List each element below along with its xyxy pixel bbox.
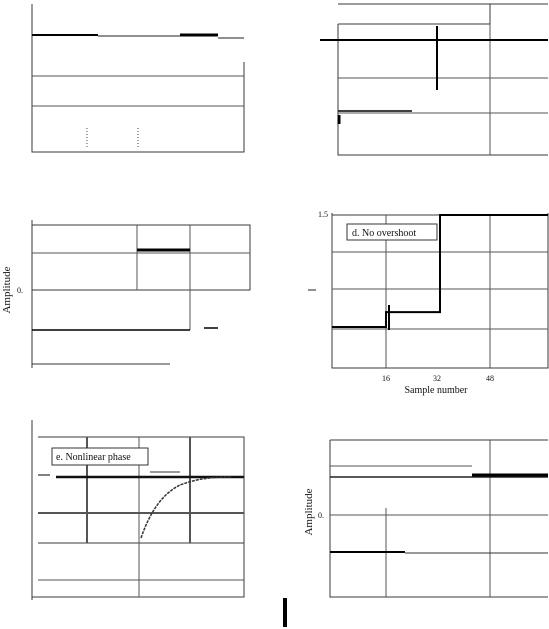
panel-middle-right-step-trace — [332, 214, 548, 328]
panel-bottom-right-ytick: 0. — [318, 511, 324, 520]
panel-middle-right-xtick-48: 48 — [486, 374, 494, 383]
panel-middle-right-xlabel: Sample number — [404, 385, 468, 396]
panel-bottom-left: e. Nonlinear phase — [31, 420, 245, 600]
panel-middle-right-xtick-32: 32 — [433, 374, 441, 383]
panel-bottom-left-frame — [31, 420, 245, 600]
panel-bottom-left-legend-box — [51, 447, 149, 466]
bottom-marker-bar — [283, 598, 287, 627]
panel-top-left — [31, 4, 245, 153]
panel-middle-right-xtick-16: 16 — [382, 374, 390, 383]
panel-bottom-right-frame — [329, 439, 548, 598]
panel-top-right-frame — [337, 3, 548, 156]
panel-middle-right-ytick: 1.5 — [318, 210, 328, 219]
panel-middle-left-ylabel: Amplitude — [1, 266, 13, 313]
panel-bottom-left-legend-text: e. Nonlinear phase — [56, 452, 131, 463]
panel-top-left-frame — [31, 4, 245, 153]
panel-bottom-right: Amplitude 0. — [303, 439, 548, 598]
panel-middle-left: Amplitude 0. — [1, 220, 251, 368]
panel-middle-right-legend-text: d. No overshoot — [352, 228, 416, 239]
panel-middle-right: d. No overshoot 1.5 16 32 48 Sample numb… — [308, 210, 549, 396]
panel-middle-left-ytick: 0. — [17, 286, 23, 295]
panel-bottom-left-curve — [140, 476, 233, 539]
panel-middle-left-frame — [31, 220, 251, 368]
panel-middle-right-legend-box — [346, 223, 438, 241]
panel-top-right — [320, 3, 548, 156]
panel-bottom-right-ylabel: Amplitude — [303, 488, 315, 535]
